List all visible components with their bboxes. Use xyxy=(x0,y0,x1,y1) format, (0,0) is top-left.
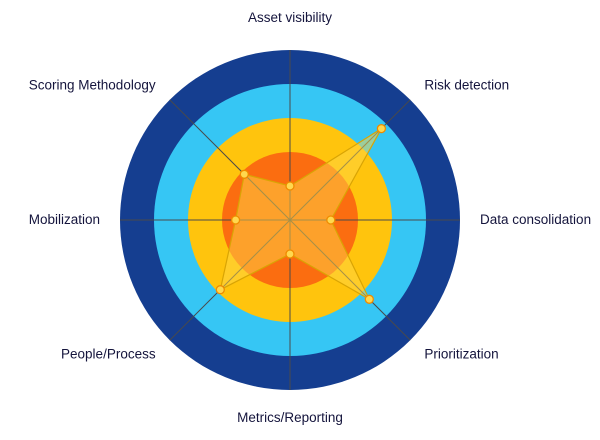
data-point-marker xyxy=(239,169,249,179)
axis-label-7: Scoring Methodology xyxy=(29,78,156,93)
data-point-marker xyxy=(285,249,295,259)
data-point-marker xyxy=(326,215,336,225)
axis-label-4: Metrics/Reporting xyxy=(237,410,343,425)
axis-label-2: Data consolidation xyxy=(480,212,591,227)
axis-label-5: People/Process xyxy=(61,346,156,361)
data-point-marker xyxy=(285,181,295,191)
data-point-marker xyxy=(215,285,225,295)
data-point-marker xyxy=(376,123,387,134)
data-point-marker xyxy=(364,294,374,304)
data-point-marker xyxy=(230,215,241,225)
axis-label-1: Risk detection xyxy=(424,78,509,93)
axis-label-6: Mobilization xyxy=(29,212,100,227)
axis-label-3: Prioritization xyxy=(424,346,498,361)
axis-label-0: Asset visibility xyxy=(248,10,332,25)
